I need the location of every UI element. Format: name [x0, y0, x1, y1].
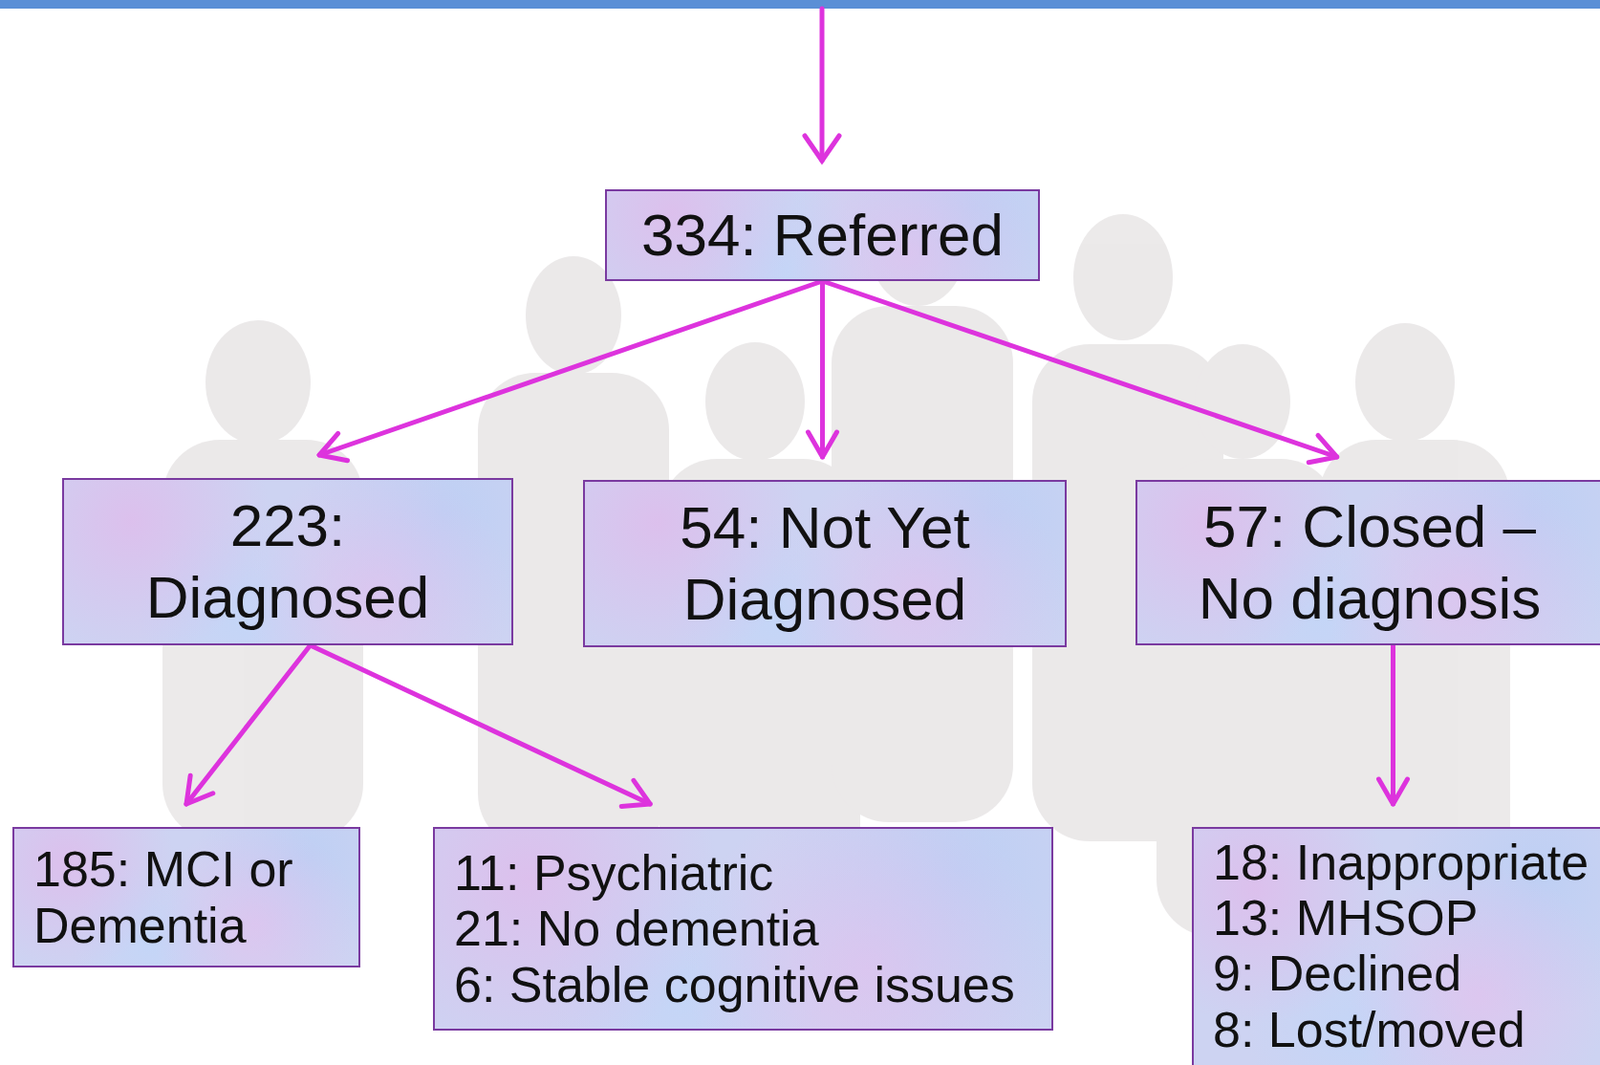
arrow-head — [1308, 434, 1337, 462]
box-label: 57: Closed – No diagnosis — [1178, 491, 1561, 634]
arrow-shaft — [820, 281, 825, 457]
flow-arrow — [319, 281, 822, 461]
arrow-head — [1379, 778, 1408, 804]
flow-arrow — [186, 645, 311, 804]
flow-arrow — [808, 281, 838, 457]
box-label: 223: Diagnosed — [115, 490, 460, 633]
arrow-head — [808, 432, 838, 457]
flow-box: 18: Inappropriate13: MHSOP9: Declined8: … — [1191, 826, 1600, 1065]
flow-box: 57: Closed – No diagnosis — [1135, 479, 1600, 646]
box-label: 13: MHSOP — [1212, 889, 1478, 946]
arrow-head — [621, 779, 650, 806]
flow-arrow — [1379, 645, 1408, 804]
box-label: 11: Psychiatric — [454, 844, 774, 901]
flow-box: 334: Referred — [605, 189, 1040, 282]
header-bar — [0, 0, 1600, 9]
incoming-arrow — [804, 8, 840, 161]
arrow-shaft — [822, 281, 1338, 457]
arrow-head — [186, 775, 214, 804]
flow-arrow — [822, 281, 1338, 463]
arrow-shaft — [310, 645, 651, 804]
arrow-shaft — [186, 645, 311, 804]
flow-box: 185: MCI or Dementia — [12, 826, 361, 968]
flow-box: 54: Not Yet Diagnosed — [583, 479, 1067, 648]
box-label: 334: Referred — [641, 199, 1004, 271]
flow-box: 11: Psychiatric21: No dementia6: Stable … — [432, 826, 1054, 1031]
box-label: 54: Not Yet Diagnosed — [633, 492, 1017, 635]
flow-arrow — [310, 645, 651, 807]
box-label: 185: MCI or Dementia — [33, 841, 340, 952]
box-label: 9: Declined — [1212, 945, 1462, 1001]
arrow-head — [319, 432, 347, 460]
flow-box: 223: Diagnosed — [62, 477, 514, 646]
arrow-shaft — [1390, 645, 1396, 804]
box-label: 21: No dementia — [454, 900, 820, 956]
arrow-shaft — [319, 281, 822, 455]
box-label: 6: Stable cognitive issues — [454, 956, 1016, 1013]
box-label: 18: Inappropriate — [1212, 834, 1589, 890]
box-label: 8: Lost/moved — [1212, 1001, 1526, 1058]
